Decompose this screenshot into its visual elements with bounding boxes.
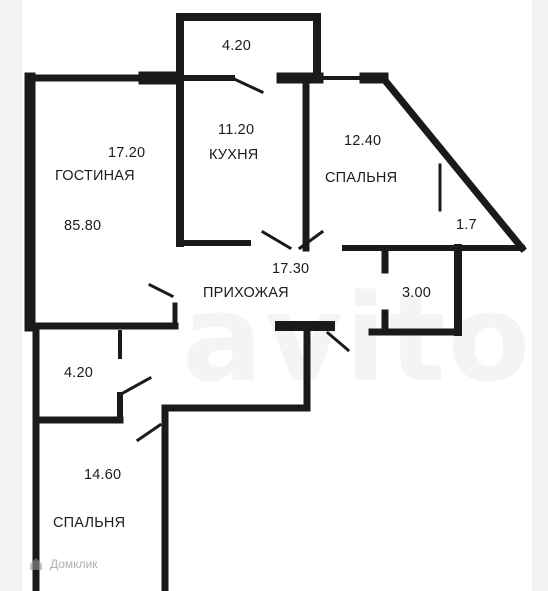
door-kitchen [260,229,293,251]
kitchen-area-label: 11.20 [218,122,255,138]
hall-name-label: ПРИХОЖАЯ [203,285,289,301]
house-icon [30,558,42,570]
bedroom2-name-label: СПАЛЬНЯ [53,515,126,531]
wall-diagonal [378,73,527,253]
kitchen-name-label: КУХНЯ [209,147,259,163]
brand-text: Домклик [50,557,98,571]
door-entrance [325,330,351,353]
brand-watermark: Домклик [28,556,98,572]
bedroom1-area-label: 12.40 [344,133,382,149]
door-bedroom2 [135,422,163,443]
bedroom2-area-label: 14.60 [84,467,122,483]
small-room-area-label: 4.20 [64,365,94,381]
balcony-top-area-label: 4.20 [222,38,252,54]
right-margin-band [532,0,548,591]
hall-area-label: 17.30 [272,261,310,277]
living-name-label: ГОСТИНАЯ [55,168,135,184]
door-bedroom1 [297,229,325,251]
door-balcony [230,76,264,94]
total-area-label: 85.80 [64,218,102,234]
bedroom1-name-label: СПАЛЬНЯ [325,170,398,186]
living-area-label: 17.20 [108,145,146,161]
balcony-right-area-label: 1.7 [456,217,477,233]
door-living [147,282,175,299]
bathroom-area-label: 3.00 [402,285,432,301]
door-small-room [120,375,153,396]
watermark-text: avito [182,270,532,409]
left-margin-band [0,0,22,591]
wall-top-balcony [176,13,321,84]
